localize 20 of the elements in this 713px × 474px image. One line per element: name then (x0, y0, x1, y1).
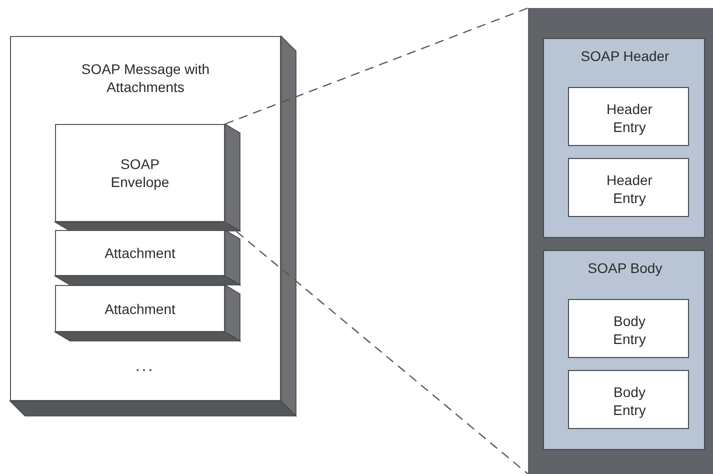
box-label: Body Entry (612, 382, 647, 418)
section-title: SOAP Header (580, 47, 670, 65)
ellipsis: ... (135, 358, 155, 375)
box-label: Header Entry (606, 170, 654, 206)
section-title: SOAP Body (588, 259, 662, 277)
body-section (543, 250, 705, 450)
entry-box (568, 370, 689, 429)
box-label: SOAP Envelope (110, 155, 170, 191)
box-label: Body Entry (612, 312, 647, 348)
box-label: Header Entry (606, 100, 654, 136)
dashed-connector (224, 222, 528, 474)
box-label: Attachment (104, 300, 176, 318)
header-section (543, 38, 705, 238)
entry-box (568, 299, 689, 358)
entry-box (568, 158, 689, 217)
entry-box (568, 87, 689, 146)
section-title: SOAP Message with Attachments (80, 60, 211, 96)
envelope-panel (528, 8, 713, 474)
dashed-connector (224, 7, 528, 125)
box-label: Attachment (104, 244, 176, 262)
